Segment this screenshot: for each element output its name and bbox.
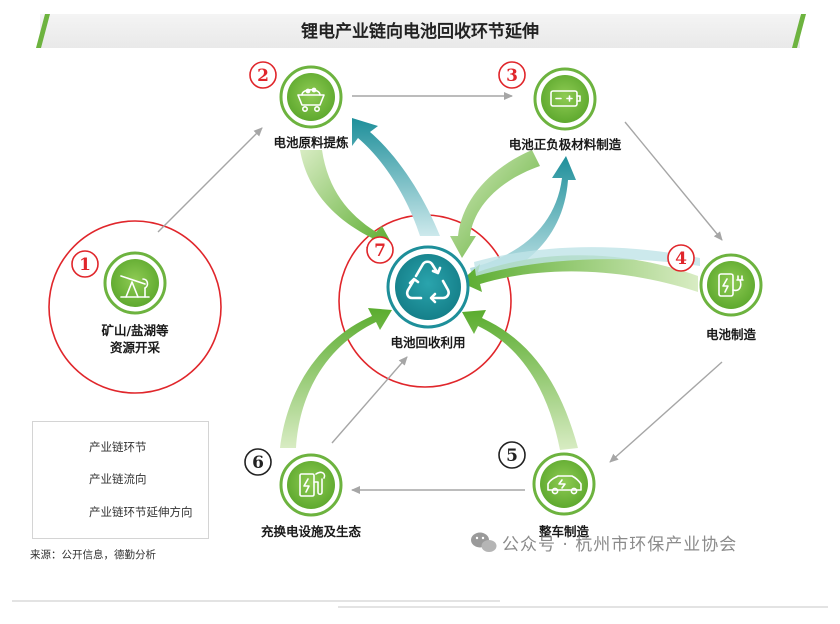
flow-arrow-battery-to-vehicle [609,361,723,463]
extension-arrow-electrode-to-recycling [450,150,540,258]
node-label-charging: 充换电设施及生态 [260,524,361,539]
battery-plug-icon [718,273,744,297]
node-label-electrode: 电池正负极材料制造 [508,137,622,152]
node-label-battery: 电池制造 [705,327,756,342]
extension-arrow-recycling-to-battery [474,247,700,276]
badge-node-4: 4 [667,244,695,272]
badge-node-7: 7 [366,236,394,264]
page-title: 锂电产业链向电池回收环节延伸 [301,22,539,42]
svg-text:5: 5 [506,446,518,466]
svg-text:6: 6 [252,453,264,473]
car-icon [547,475,582,495]
extension-arrow-vehicle-to-recycling [462,310,578,450]
watermark-text: 公众号 · 杭州市环保产业协会 [502,535,738,555]
badge-node-2: 2 [249,61,277,89]
charging-station-icon [299,471,326,497]
legend-row-node: 产业链环节 [45,437,205,457]
oil-pump-icon [120,275,150,298]
flow-arrow-mining-to-raw [157,127,263,233]
title-accent-left [36,14,50,48]
node-label-mining-line2: 资源开采 [109,340,160,355]
svg-text:3: 3 [506,66,518,86]
legend: 产业链环节 产业链流向 产业链环节延伸方向 [32,421,209,539]
legend-label-extension: 产业链环节延伸方向 [89,505,193,519]
node-electrode-circle [533,67,597,131]
node-label-recycling: 电池回收利用 [390,335,466,350]
title-accents [36,14,806,48]
badge-node-1: 1 [71,250,99,278]
recycle-icon [405,260,450,304]
node-recycling-circle [386,245,470,329]
node-mining-circle [103,251,167,315]
node-charging-circle [279,453,343,517]
node-label-mining: 矿山/盐湖等 资源开采 [75,322,195,356]
legend-row-extension: 产业链环节延伸方向 [45,502,205,522]
legend-label-flow: 产业链流向 [89,472,147,486]
svg-text:4: 4 [675,249,687,269]
highlight-ring-mining [48,220,222,394]
node-label-vehicle: 整车制造 [538,524,589,539]
node-battery-circle [699,253,763,317]
bottom-rule-right [338,606,828,608]
svg-text:2: 2 [257,66,269,86]
source-note: 来源：公开信息，德勤分析 [30,549,156,561]
svg-text:1: 1 [79,255,91,275]
mine-cart-icon [297,87,325,113]
badge-node-3: 3 [498,61,526,89]
flow-arrow-charging-to-recycling [331,356,408,444]
bottom-rule-left [12,600,500,602]
extension-arrow-raw-to-recycling [300,150,392,248]
title-accent-right [792,14,806,48]
badge-node-6: 6 [244,448,272,476]
legend-label-node: 产业链环节 [89,440,147,454]
battery-icon [550,90,581,107]
extension-arrow-recycling-to-raw [352,118,440,236]
badge-node-5: 5 [498,441,526,469]
title-bar [40,14,800,48]
node-raw-material-circle [279,65,343,129]
flow-arrow-electrode-to-battery [624,121,723,241]
node-label-mining-line1: 矿山/盐湖等 [101,323,169,338]
node-label-raw-material: 电池原料提炼 [273,135,349,150]
svg-text:7: 7 [374,241,386,261]
extension-arrow-charging-to-recycling [280,308,392,448]
legend-row-flow: 产业链流向 [45,469,205,489]
